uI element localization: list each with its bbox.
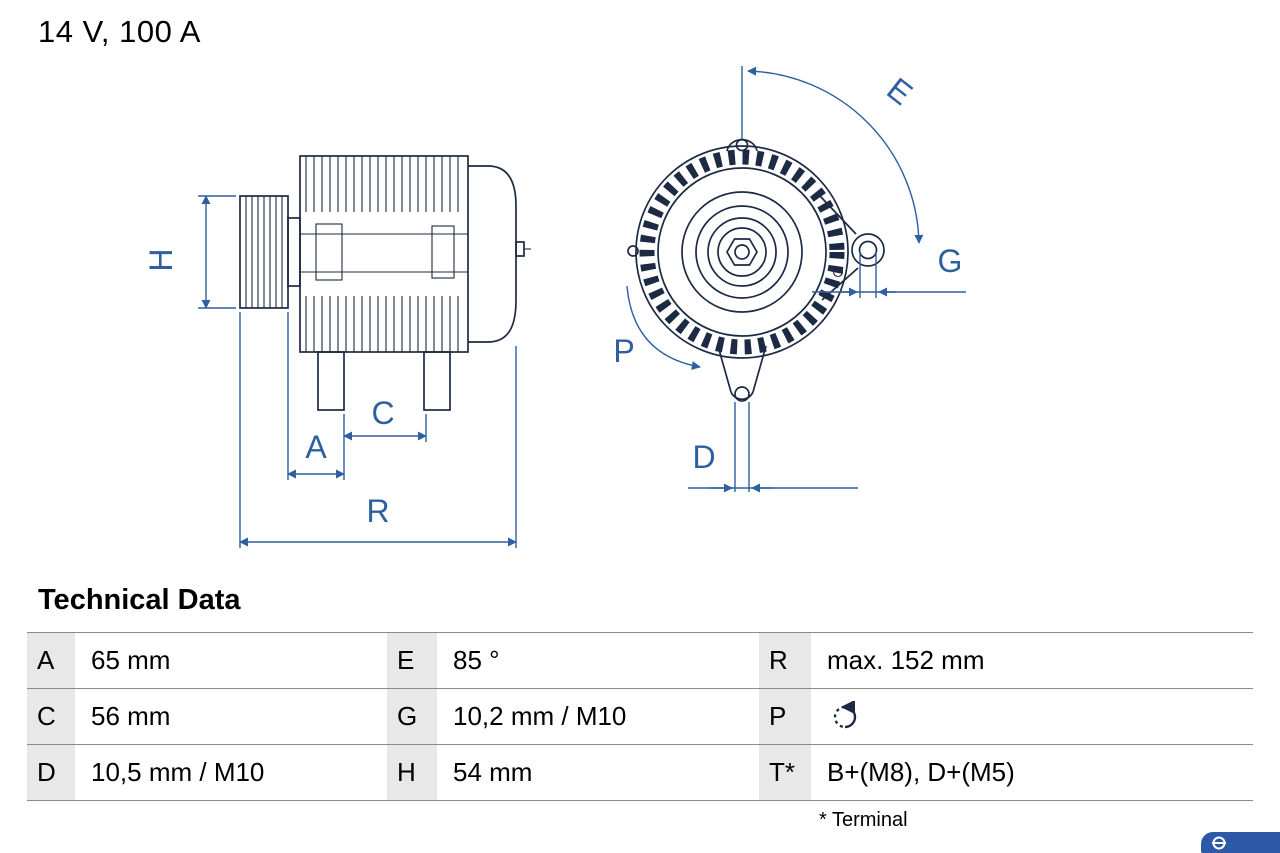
cell-key: H <box>387 745 437 800</box>
table-title: Technical Data <box>38 584 241 616</box>
shaft-nut <box>726 238 758 266</box>
dim-label-a: A <box>305 429 327 465</box>
dim-label-e: E <box>880 71 919 113</box>
brand-logo-icon <box>1212 836 1226 849</box>
technical-data-section: Technical Data A 65 mm E 85 ° R max. 152… <box>27 584 1253 832</box>
pulley-front <box>695 205 789 299</box>
dim-label-g: G <box>938 243 963 279</box>
dimension-g: G <box>812 243 966 298</box>
cell-value: 54 mm <box>453 757 533 787</box>
dimension-r: R <box>239 312 517 548</box>
dim-label-r: R <box>366 493 389 529</box>
cell-key: G <box>387 689 437 744</box>
cell-value-rotation <box>811 689 1253 744</box>
technical-data-table: A 65 mm E 85 ° R max. 152 mm C 56 mm G 1… <box>27 632 1253 801</box>
bottom-mounting-lug <box>717 345 767 402</box>
cell-key: T* <box>759 745 811 800</box>
alternator-front-view: E G P D <box>613 66 966 493</box>
cell-value: B+(M8), D+(M5) <box>827 757 1015 787</box>
table-row: A 65 mm E 85 ° R max. 152 mm <box>27 632 1253 688</box>
cell-value: 65 mm <box>91 645 171 675</box>
cell-value: 56 mm <box>91 701 171 731</box>
cell-key: E <box>387 633 437 688</box>
mounting-feet <box>317 351 451 411</box>
page-title: 14 V, 100 A <box>38 14 201 49</box>
dim-label-h: H <box>143 248 179 271</box>
dimension-d: D <box>688 402 858 493</box>
dimension-h: H <box>143 195 236 309</box>
table-row: C 56 mm G 10,2 mm / M10 P <box>27 688 1253 744</box>
table-row: D 10,5 mm / M10 H 54 mm T* B+(M8), D+(M5… <box>27 744 1253 800</box>
cell-key: P <box>759 689 811 744</box>
dim-label-d: D <box>692 439 715 475</box>
left-lug <box>627 245 639 257</box>
alternator-technical-drawing: H A C R <box>143 66 966 548</box>
dimension-p: P <box>613 285 701 371</box>
brand-badge <box>1201 832 1280 853</box>
cell-key: R <box>759 633 811 688</box>
alternator-body <box>299 155 469 353</box>
dim-label-p: P <box>613 333 634 369</box>
cell-value: max. 152 mm <box>827 645 985 675</box>
cell-key: C <box>27 689 75 744</box>
cell-value: 10,5 mm / M10 <box>91 757 265 787</box>
stator-and-fan <box>635 145 849 359</box>
terminal-footnote: * Terminal <box>819 809 908 831</box>
dimension-a: A <box>287 312 345 480</box>
pulley-side <box>239 195 301 309</box>
rear-cover <box>468 165 531 343</box>
dim-label-c: C <box>371 395 394 431</box>
alternator-side-view: H A C R <box>143 155 531 548</box>
cell-key: D <box>27 745 75 800</box>
rotation-direction-icon <box>833 700 857 728</box>
cell-key: A <box>27 633 75 688</box>
dimension-c: C <box>343 395 427 442</box>
cell-value: 85 ° <box>453 645 500 675</box>
dimension-e: E <box>741 66 924 244</box>
cell-value: 10,2 mm / M10 <box>453 701 627 731</box>
